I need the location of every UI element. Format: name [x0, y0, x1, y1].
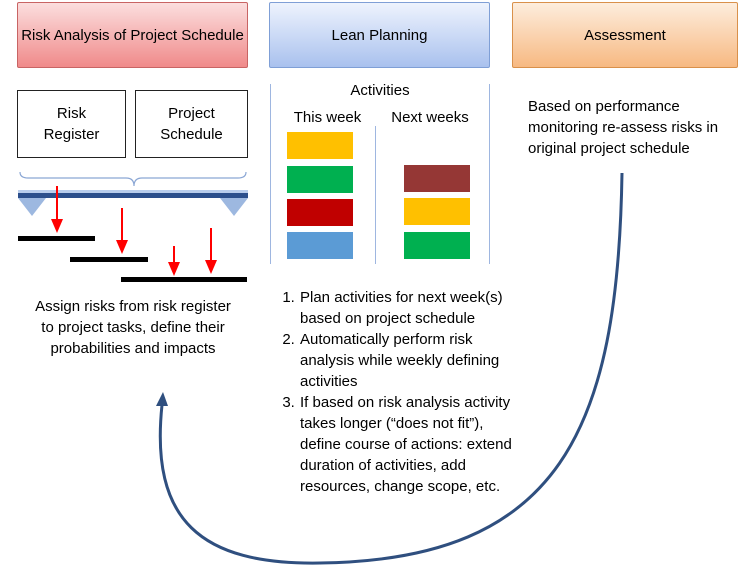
risk-analysis-header: Risk Analysis of Project Schedule: [17, 2, 248, 68]
this-week-activity: [287, 199, 353, 226]
this-week-activity: [287, 166, 353, 193]
this-week-activity: [287, 232, 353, 259]
bar-right-support: [220, 198, 248, 216]
task-line-3: [121, 277, 247, 282]
bar-left-support: [18, 198, 46, 216]
risk-register-box: Risk Register: [17, 90, 126, 158]
step-item: Automatically perform risk analysis whil…: [299, 329, 527, 392]
project-schedule-label: Project Schedule: [160, 105, 223, 143]
activities-right-border: [489, 84, 490, 264]
activities-column-divider: [375, 126, 376, 264]
this-week-label: This week: [293, 109, 362, 126]
step-item: Plan activities for next week(s) based o…: [299, 287, 527, 329]
lean-planning-header-label: Lean Planning: [331, 26, 428, 44]
risk-register-label: Risk Register: [43, 105, 100, 143]
cycle-arrowhead: [156, 392, 168, 406]
lean-planning-header: Lean Planning: [269, 2, 490, 68]
schedule-bar: [18, 193, 248, 198]
step-item: If based on risk analysis activity takes…: [299, 392, 527, 497]
task-line-2: [70, 257, 148, 262]
activities-left-border: [270, 84, 271, 264]
assign-risks-text: Assign risks from risk register to proje…: [35, 298, 231, 357]
assessment-header-label: Assessment: [584, 26, 666, 44]
project-schedule-box: Project Schedule: [135, 90, 248, 158]
next-weeks-activity: [404, 165, 470, 192]
risk-analysis-header-label: Risk Analysis of Project Schedule: [21, 26, 244, 44]
brace: [19, 171, 247, 187]
next-weeks-activity: [404, 232, 470, 259]
cycle-arrow: [158, 172, 624, 565]
lean-steps-list: Plan activities for next week(s) based o…: [270, 287, 527, 497]
task-line-1: [18, 236, 95, 241]
activities-title: Activities: [350, 82, 410, 99]
assessment-header: Assessment: [512, 2, 738, 68]
next-weeks-label: Next weeks: [391, 109, 469, 126]
next-weeks-activity: [404, 198, 470, 225]
this-week-activity: [287, 132, 353, 159]
assessment-text: Based on performance monitoring re-asses…: [528, 98, 719, 157]
